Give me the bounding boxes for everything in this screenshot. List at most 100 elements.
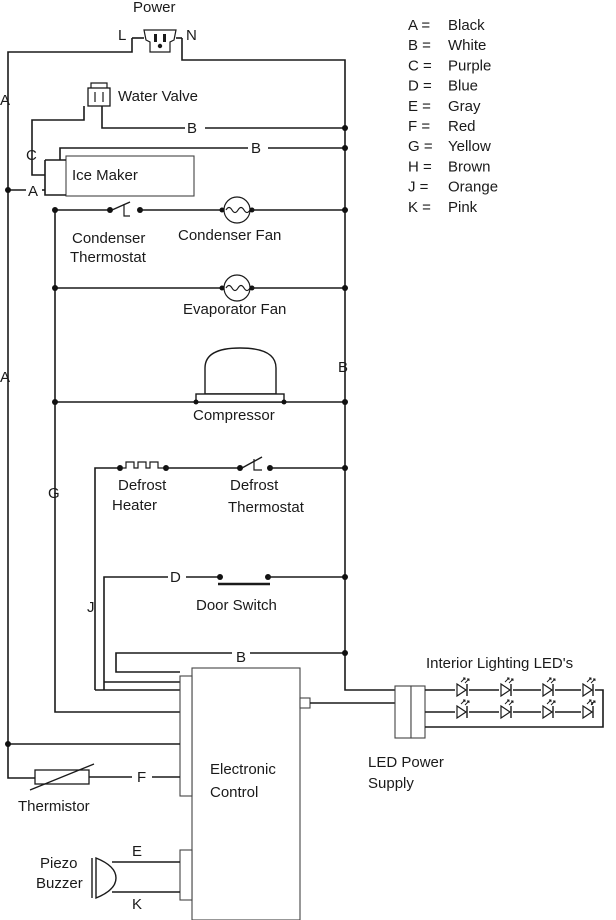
interior-lighting-label: Interior Lighting LED's (426, 655, 573, 672)
led-diode-icon (581, 699, 596, 720)
legend-color: White (448, 37, 486, 54)
evaporator-fan-icon (219, 274, 255, 302)
legend-code: D = (408, 78, 432, 95)
led-string-outer (425, 689, 604, 728)
legend-color: Black (448, 17, 485, 34)
legend-code: J = (408, 179, 429, 196)
electronic-control-box (191, 667, 301, 920)
control-connector-led (299, 697, 311, 709)
wire-j-orange (103, 576, 168, 690)
junction-dot (52, 285, 58, 291)
legend-code: C = (408, 57, 432, 74)
legend-color: Orange (448, 179, 498, 196)
ice-maker-box (65, 155, 195, 197)
water-valve-label: Water Valve (118, 88, 198, 105)
wire-label-b-right: B (338, 359, 348, 376)
legend-color: Yellow (448, 138, 491, 155)
led-power-supply-terminal (410, 685, 426, 739)
condenser-fan-icon (219, 196, 255, 224)
wire-b-ice-left (59, 147, 248, 160)
junction-dot (342, 574, 348, 580)
wire-b-white-rail (181, 38, 395, 691)
led-row-top (455, 677, 596, 698)
defrost-thermostat-label-1: Defrost (230, 477, 279, 494)
electronic-control-label-2: Control (210, 784, 258, 801)
wire-label-g: G (48, 485, 60, 502)
piezo-buzzer-label-1: Piezo (40, 855, 78, 872)
led-diode-icon (499, 677, 514, 698)
legend-code: K = (408, 199, 431, 216)
legend-code: E = (408, 98, 431, 115)
led-diode-icon (541, 699, 556, 720)
legend-code: F = (408, 118, 430, 135)
ice-maker-label: Ice Maker (72, 167, 138, 184)
condenser-fan-label: Condenser Fan (178, 227, 281, 244)
led-power-supply-box (394, 685, 412, 739)
neutral-terminal-label: N (186, 27, 197, 44)
legend-color: Gray (448, 98, 481, 115)
legend-code: G = (408, 138, 433, 155)
legend-color: Blue (448, 78, 478, 95)
junction-dot (342, 465, 348, 471)
condenser-thermostat-icon (107, 201, 143, 217)
legend-code: H = (408, 158, 432, 175)
thermistor-label: Thermistor (18, 798, 90, 815)
condenser-thermostat-label-1: Condenser (72, 230, 145, 247)
piezo-buzzer-icon (91, 856, 117, 900)
water-valve-icon (87, 82, 111, 107)
wire-label-a-top: A (0, 92, 10, 109)
led-row-bottom (455, 699, 596, 720)
ice-maker-lead (44, 160, 66, 196)
wire-g-yellow-rail (54, 210, 180, 713)
junction-dot (342, 650, 348, 656)
junction-dot (342, 285, 348, 291)
junction-dot (52, 399, 58, 405)
line-terminal-label: L (118, 27, 126, 44)
wire-label-b-valve: B (187, 120, 197, 137)
junction-dot (5, 741, 11, 747)
thermistor-icon (29, 763, 95, 791)
wire-label-d: D (170, 569, 181, 586)
wire-label-a-mid: A (0, 369, 10, 386)
led-power-supply-label-2: Supply (368, 775, 414, 792)
evaporator-fan-label: Evaporator Fan (183, 301, 286, 318)
condenser-thermostat-label-2: Thermostat (70, 249, 147, 266)
junction-dot (342, 125, 348, 131)
junction-dot (342, 145, 348, 151)
door-switch-icon (217, 574, 271, 586)
electronic-control-label-1: Electronic (210, 761, 276, 778)
wire-label-a-ice: A (28, 183, 38, 200)
legend-code: B = (408, 37, 431, 54)
legend-code: A = (408, 17, 430, 34)
wire-label-b-control: B (236, 649, 246, 666)
legend-color: Purple (448, 57, 491, 74)
led-diode-icon (455, 677, 470, 698)
power-label: Power (133, 0, 176, 16)
defrost-thermostat-label-2: Thermostat (228, 499, 305, 516)
led-diode-icon (499, 699, 514, 720)
wire-label-b-ice: B (251, 140, 261, 157)
wire-color-legend: A = Black B = White C = Purple D = Blue E = GrayF… (408, 17, 498, 216)
defrost-thermostat-icon (237, 456, 273, 471)
defrost-heater-icon (117, 461, 169, 471)
legend-color: Pink (448, 199, 478, 216)
wire-b-valve-left (101, 106, 185, 129)
defrost-heater-label-1: Defrost (118, 477, 167, 494)
defrost-heater-label-2: Heater (112, 497, 157, 514)
wire-b-control-left (115, 652, 232, 673)
wire-label-k: K (132, 896, 142, 913)
junction-dot (5, 187, 11, 193)
compressor-label: Compressor (193, 407, 275, 424)
wire-label-c: C (26, 147, 37, 164)
wire-label-j: J (87, 599, 95, 616)
legend-color: Red (448, 118, 476, 135)
legend-color: Brown (448, 158, 491, 175)
wire-label-f: F (137, 769, 146, 786)
wire-label-e: E (132, 843, 142, 860)
junction-dot (342, 207, 348, 213)
wire-h-brown (94, 467, 118, 690)
power-plug-icon (143, 29, 177, 53)
compressor-icon (193, 347, 287, 405)
wire-a-black-rail (7, 38, 133, 779)
